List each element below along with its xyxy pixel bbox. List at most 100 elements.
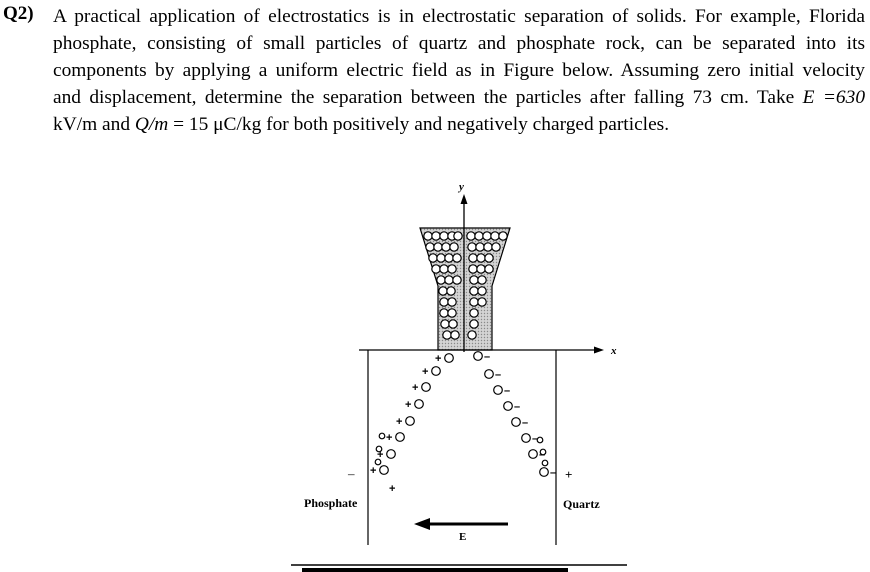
hopper-particle (449, 242, 459, 252)
positive-particle (378, 432, 386, 440)
hopper-particle (440, 319, 450, 329)
positive-particle (386, 449, 396, 459)
hopper-particle (476, 253, 486, 263)
right-plate-sign: + (565, 467, 572, 482)
hopper-particle (491, 242, 501, 252)
positive-particle (379, 465, 389, 475)
hopper-particle (482, 231, 492, 241)
quartz-label: Quartz (563, 497, 600, 511)
hopper-particle (447, 297, 457, 307)
hopper-particle (469, 275, 479, 285)
question-line-2: phosphate, consisting of small particles… (53, 33, 865, 54)
hopper-particle (477, 297, 487, 307)
hopper-particles (423, 231, 508, 340)
positive-particle (444, 353, 454, 363)
negative-sign: – (532, 433, 538, 445)
positive-sign: + (389, 483, 395, 495)
negative-particle (503, 401, 513, 411)
positive-particle (375, 445, 383, 453)
negative-particle (511, 417, 521, 427)
positive-particle (421, 382, 431, 392)
hopper-particle (498, 231, 508, 241)
positive-particle (405, 416, 415, 426)
hopper-particle (431, 231, 441, 241)
negative-sign: – (495, 369, 501, 381)
question-line-5a: kV/m and (53, 114, 131, 135)
hopper-particle (444, 253, 454, 263)
negative-particle (539, 448, 547, 456)
hopper-particle (469, 319, 479, 329)
hopper-particle (452, 253, 462, 263)
positive-sign: + (396, 416, 402, 428)
positive-sign: + (412, 382, 418, 394)
x-axis-label: x (610, 345, 617, 357)
hopper-particle (450, 330, 460, 340)
hopper-particle (469, 297, 479, 307)
hopper-particle (468, 253, 478, 263)
question-line-4: and displacement, determine the separati… (53, 84, 865, 111)
hopper-particle (442, 330, 452, 340)
positive-sign: + (422, 366, 428, 378)
hopper-particle (447, 264, 457, 274)
hopper-particle (433, 242, 443, 252)
positive-particle (395, 432, 405, 442)
hopper-particle (475, 242, 485, 252)
negative-particle (473, 351, 483, 361)
e-symbol: E (802, 87, 815, 108)
hopper-particle (477, 275, 487, 285)
hopper-particle (447, 308, 457, 318)
hopper-particle (448, 319, 458, 329)
hopper-particle (490, 231, 500, 241)
hopper-particle (484, 264, 494, 274)
hopper-particle (476, 264, 486, 274)
positive-particle (374, 458, 382, 466)
y-axis-arrow (460, 194, 468, 204)
positive-particle (431, 366, 441, 376)
x-axis-arrow (594, 346, 604, 354)
hopper-particle (444, 275, 454, 285)
phosphate-label: Phosphate (304, 496, 358, 510)
hopper-particle (441, 242, 451, 252)
question-number: Q2) (3, 3, 34, 24)
question-line-5b: = 15 μC/kg for both positively and negat… (173, 114, 670, 135)
left-plate-sign: – (347, 466, 355, 481)
hopper-particle (423, 231, 433, 241)
hopper-particle (436, 275, 446, 285)
hopper-particle (428, 253, 438, 263)
hopper-particle (477, 286, 487, 296)
y-axis-label: y (457, 181, 464, 193)
hopper-particle (431, 264, 441, 274)
hopper-particle (467, 242, 477, 252)
negative-particle (521, 433, 531, 443)
hopper-particle (483, 242, 493, 252)
e-field-arrowhead (414, 518, 430, 530)
e-value: =630 (822, 87, 866, 108)
hopper-particle (452, 275, 462, 285)
negative-sign: – (514, 401, 520, 413)
hopper-particle (439, 231, 449, 241)
hopper-particle (468, 264, 478, 274)
hopper-particle (436, 253, 446, 263)
question-line-1: A practical application of electrostatic… (53, 6, 865, 27)
hopper-particle (438, 286, 448, 296)
negative-particle (528, 449, 538, 459)
hopper-particle (467, 330, 477, 340)
negative-sign: – (484, 351, 490, 363)
positive-sign: + (405, 399, 411, 411)
negative-sign: – (550, 467, 556, 479)
hopper-particle (484, 253, 494, 263)
hopper-particle (446, 286, 456, 296)
hopper-particle (469, 308, 479, 318)
negative-particle (541, 459, 549, 467)
hopper-particle (439, 297, 449, 307)
hopper-particle (439, 308, 449, 318)
positive-sign: + (386, 432, 392, 444)
positive-sign: + (377, 449, 383, 461)
hopper-particle (425, 242, 435, 252)
negative-particle (484, 369, 494, 379)
question-line-3: components by applying a uniform electri… (53, 60, 865, 81)
e-field-label: E (459, 531, 466, 543)
hopper-particle (439, 264, 449, 274)
hopper-particle (469, 286, 479, 296)
qm-symbol: Q/m (134, 114, 169, 135)
